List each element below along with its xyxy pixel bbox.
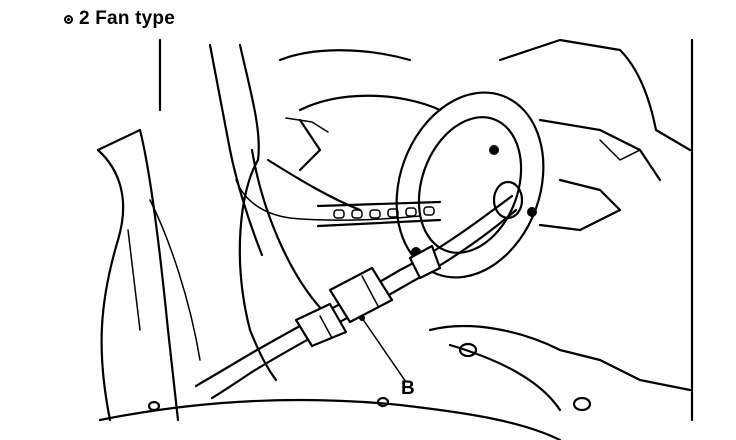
bracket-strip xyxy=(316,200,442,228)
fan-shroud xyxy=(235,49,442,320)
radiator-support xyxy=(96,43,278,422)
callout-b-label: B xyxy=(401,378,415,399)
wire-harness xyxy=(194,194,518,400)
lower-body xyxy=(98,396,562,440)
fan-hub xyxy=(395,91,545,279)
frame-lines xyxy=(158,38,694,422)
callout-b-leader xyxy=(359,315,407,383)
title-text: 2 Fan type xyxy=(79,8,175,29)
diagram-title: 2 Fan type xyxy=(64,8,175,30)
right-mounting xyxy=(428,38,692,412)
bullet-circle-icon xyxy=(64,14,73,24)
